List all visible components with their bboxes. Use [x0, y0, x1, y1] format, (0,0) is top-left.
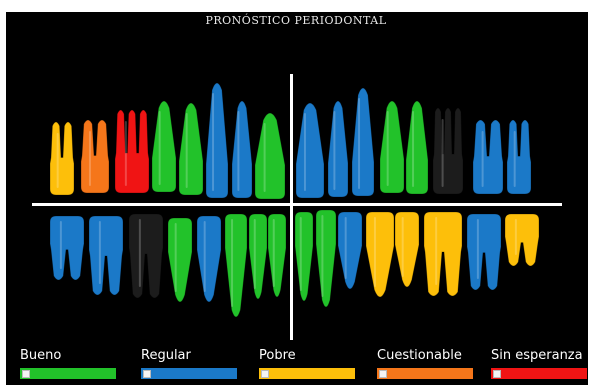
upper-tooth-12 — [379, 100, 405, 194]
lower-tooth-16 — [504, 213, 540, 267]
upper-tooth-13 — [405, 100, 429, 195]
legend-label-cuestionable: Cuestionable — [377, 348, 462, 363]
lower-tooth-2 — [88, 215, 124, 296]
upper-tooth-5 — [178, 102, 204, 196]
legend-label-sin-esperanza: Sin esperanza — [491, 348, 583, 363]
lower-tooth-6 — [224, 213, 248, 318]
checkbox-icon — [143, 370, 151, 378]
legend-label-bueno: Bueno — [20, 348, 62, 363]
midline — [290, 74, 293, 340]
upper-tooth-2 — [80, 119, 110, 194]
chart-title: PRONÓSTICO PERIODONTAL — [205, 14, 387, 27]
lower-tooth-10 — [315, 209, 337, 308]
lower-tooth-9 — [294, 211, 314, 302]
legend-label-regular: Regular — [141, 348, 191, 363]
lower-tooth-15 — [466, 213, 502, 291]
legend-label-pobre: Pobre — [259, 348, 296, 363]
upper-tooth-11 — [351, 87, 375, 197]
upper-tooth-9 — [295, 102, 325, 199]
chart-background — [6, 12, 588, 385]
lower-tooth-1 — [49, 215, 85, 281]
lower-tooth-14 — [423, 211, 463, 297]
upper-tooth-15 — [472, 119, 504, 195]
lower-tooth-5 — [196, 215, 222, 303]
upper-tooth-6 — [205, 82, 229, 199]
upper-tooth-7 — [231, 100, 253, 199]
legend-swatch-regular — [141, 368, 237, 379]
checkbox-icon — [22, 370, 30, 378]
lower-tooth-13 — [394, 211, 420, 288]
lower-tooth-3 — [128, 213, 164, 299]
upper-tooth-3 — [114, 109, 150, 194]
upper-tooth-8 — [254, 112, 286, 200]
upper-tooth-1 — [49, 121, 75, 196]
legend-swatch-bueno — [20, 368, 116, 379]
checkbox-icon — [261, 370, 269, 378]
lower-tooth-8 — [267, 213, 287, 298]
legend-swatch-sin-esperanza — [491, 368, 587, 379]
lower-tooth-12 — [365, 211, 395, 298]
occlusal-line — [32, 203, 562, 206]
lower-tooth-4 — [167, 217, 193, 303]
upper-tooth-10 — [327, 100, 349, 198]
checkbox-icon — [379, 370, 387, 378]
checkbox-icon — [493, 370, 501, 378]
legend-swatch-pobre — [259, 368, 355, 379]
upper-tooth-16 — [506, 119, 532, 195]
upper-tooth-4 — [151, 100, 177, 193]
upper-tooth-14 — [432, 107, 464, 195]
lower-tooth-11 — [337, 211, 363, 290]
lower-tooth-7 — [248, 213, 268, 300]
legend-swatch-cuestionable — [377, 368, 473, 379]
